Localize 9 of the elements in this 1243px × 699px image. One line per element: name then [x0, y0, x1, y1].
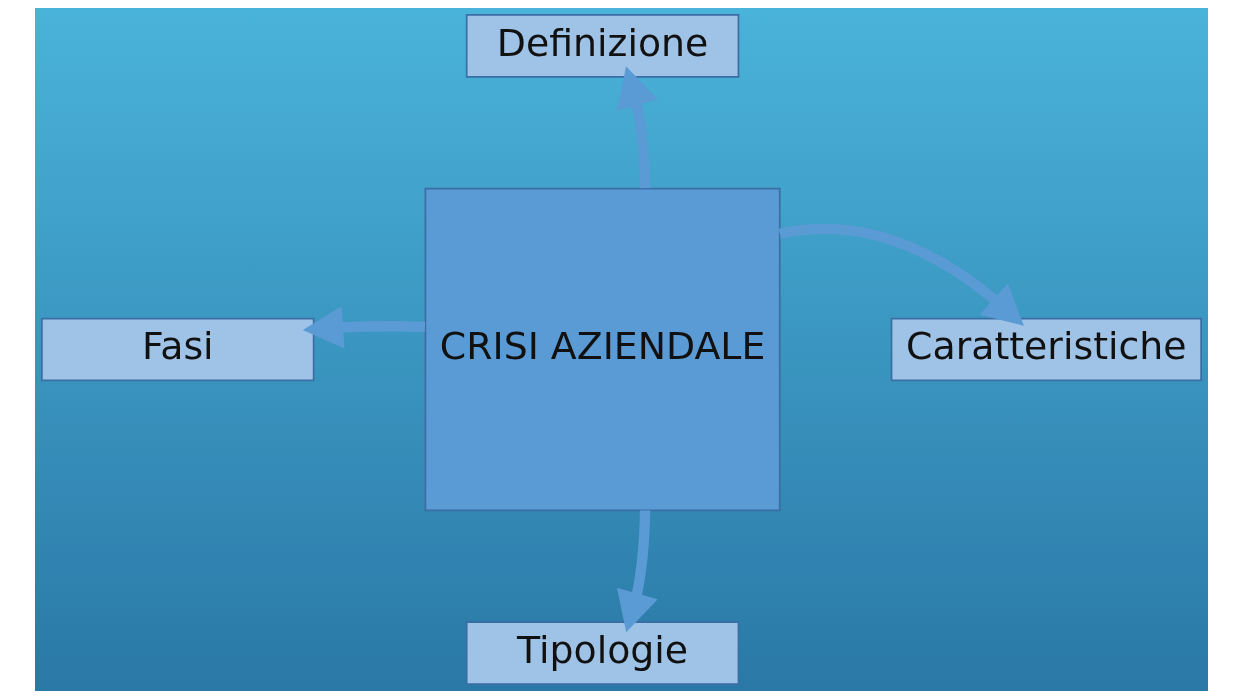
arrow: [616, 66, 658, 189]
arrow: [302, 306, 426, 349]
node-box: Tipologie: [465, 621, 740, 685]
arrow: [778, 223, 1024, 326]
node-box: Fasi: [41, 317, 315, 382]
arrow: [616, 510, 658, 633]
node-box: Definizione: [465, 14, 740, 78]
node-box: Caratteristiche: [890, 317, 1202, 382]
node-box: CRISI AZIENDALE: [424, 187, 781, 512]
